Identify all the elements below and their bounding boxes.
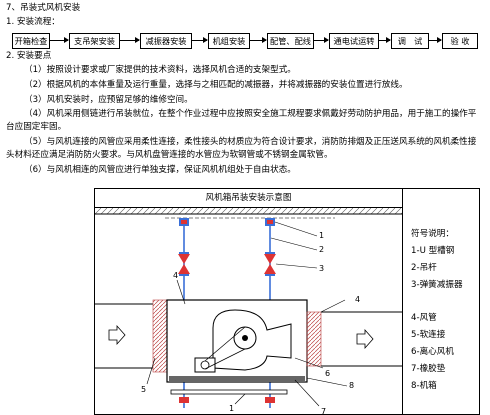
legend-panel: 符号说明： 1-U 型槽钢 2-吊杆 3-弹簧减振器 4-风管 5-软连接 6-… (402, 189, 479, 414)
ceiling-slab (95, 208, 402, 214)
callout-label: 1 (319, 231, 324, 240)
centrifugal-fan (194, 309, 292, 373)
flow-arrow (50, 37, 69, 43)
point-text: （1）按照设计要求或厂家提供的技术资料，选择风机合适的支架型式。 (24, 65, 296, 75)
flexible-joint (152, 299, 168, 373)
callout-label: 6 (325, 369, 330, 378)
airflow-arrow-icon (356, 328, 374, 350)
diagram-drawing: 1 2 3 4 4 5 6 8 1 7 (95, 208, 402, 415)
flow-step: 通电试运转 (329, 33, 379, 49)
callout-label: 7 (321, 407, 326, 415)
legend-item: 8-机箱 (411, 381, 437, 391)
spring-damper (178, 254, 190, 274)
callout-label: 4 (173, 271, 178, 280)
outlet-duct (321, 311, 402, 367)
legend-item: 6-离心风机 (411, 347, 454, 357)
flow-step: 验 收 (442, 33, 478, 49)
point-text: （2）根据风机的本体重量及运行重量，选择与之相匹配的减振器，并将减振器的安装位置… (24, 80, 408, 90)
legend-title: 符号说明： (411, 229, 454, 239)
flow-arrow (120, 37, 140, 43)
item-install-flow: 1. 安装流程： (6, 17, 60, 27)
airflow-arrow-icon (108, 324, 126, 346)
flexible-joint (306, 311, 322, 367)
flow-step: 减振器安装 (140, 33, 192, 49)
flow-step: 开箱检查 (12, 33, 50, 49)
flow-arrow (429, 37, 442, 43)
flow-arrow (192, 37, 208, 43)
callout-label: 4 (355, 295, 360, 304)
legend-item: 1-U 型槽钢 (411, 246, 455, 256)
callout-label: 2 (319, 245, 324, 254)
fan-hoisting-diagram: 风机箱吊装安装示意图 (94, 188, 480, 415)
callout-label: 5 (141, 385, 146, 394)
point-text: （3）风机安装时，应预留足够的维修空间。 (24, 95, 193, 105)
legend-item: 4-风管 (411, 313, 437, 323)
point-text: （4）风机采用侧链进行吊装就位，在整个作业过程中应按照安全施工规程要求佩戴好劳动… (6, 109, 477, 132)
flow-step: 调 试 (391, 33, 429, 49)
flow-step: 机组安装 (208, 33, 250, 49)
base-channel (170, 389, 288, 395)
point-text: （6）与风机相连的风管应进行单独支撑，保证风机机组处于自由状态。 (24, 165, 296, 175)
figure-title: 风机箱吊装安装示意图 (95, 189, 402, 208)
section-title: 7、吊装式风机安装 (6, 3, 81, 13)
point-text: （5）与风机连接的风管应采用柔性连接，柔性接头的材质应为符合设计要求，消防防排烟… (6, 137, 477, 160)
flow-arrow (379, 37, 391, 43)
flow-step: 配管、配线 (267, 33, 314, 49)
legend-item: 7-橡胶垫 (411, 364, 446, 374)
flow-step: 支吊架安装 (69, 33, 120, 49)
callout-label: 3 (319, 264, 324, 273)
callout-label: 8 (349, 381, 354, 390)
callout-leaders (146, 221, 348, 407)
flow-arrow (250, 37, 267, 43)
legend-item: 5-软连接 (411, 330, 446, 340)
rubber-pad (169, 376, 305, 381)
legend-item: 2-吊杆 (411, 263, 437, 273)
legend-item: 3-弹簧减振器 (411, 280, 463, 290)
inlet-duct (95, 303, 153, 369)
install-flowchart: 开箱检查 支吊架安装 减振器安装 机组安装 配管、配线 通电试运转 调 试 验 … (12, 33, 478, 49)
callout-label: 1 (229, 404, 234, 413)
item-install-points: 2. 安装要点 (6, 51, 52, 61)
spring-damper (264, 254, 276, 274)
flow-arrow (314, 37, 329, 43)
